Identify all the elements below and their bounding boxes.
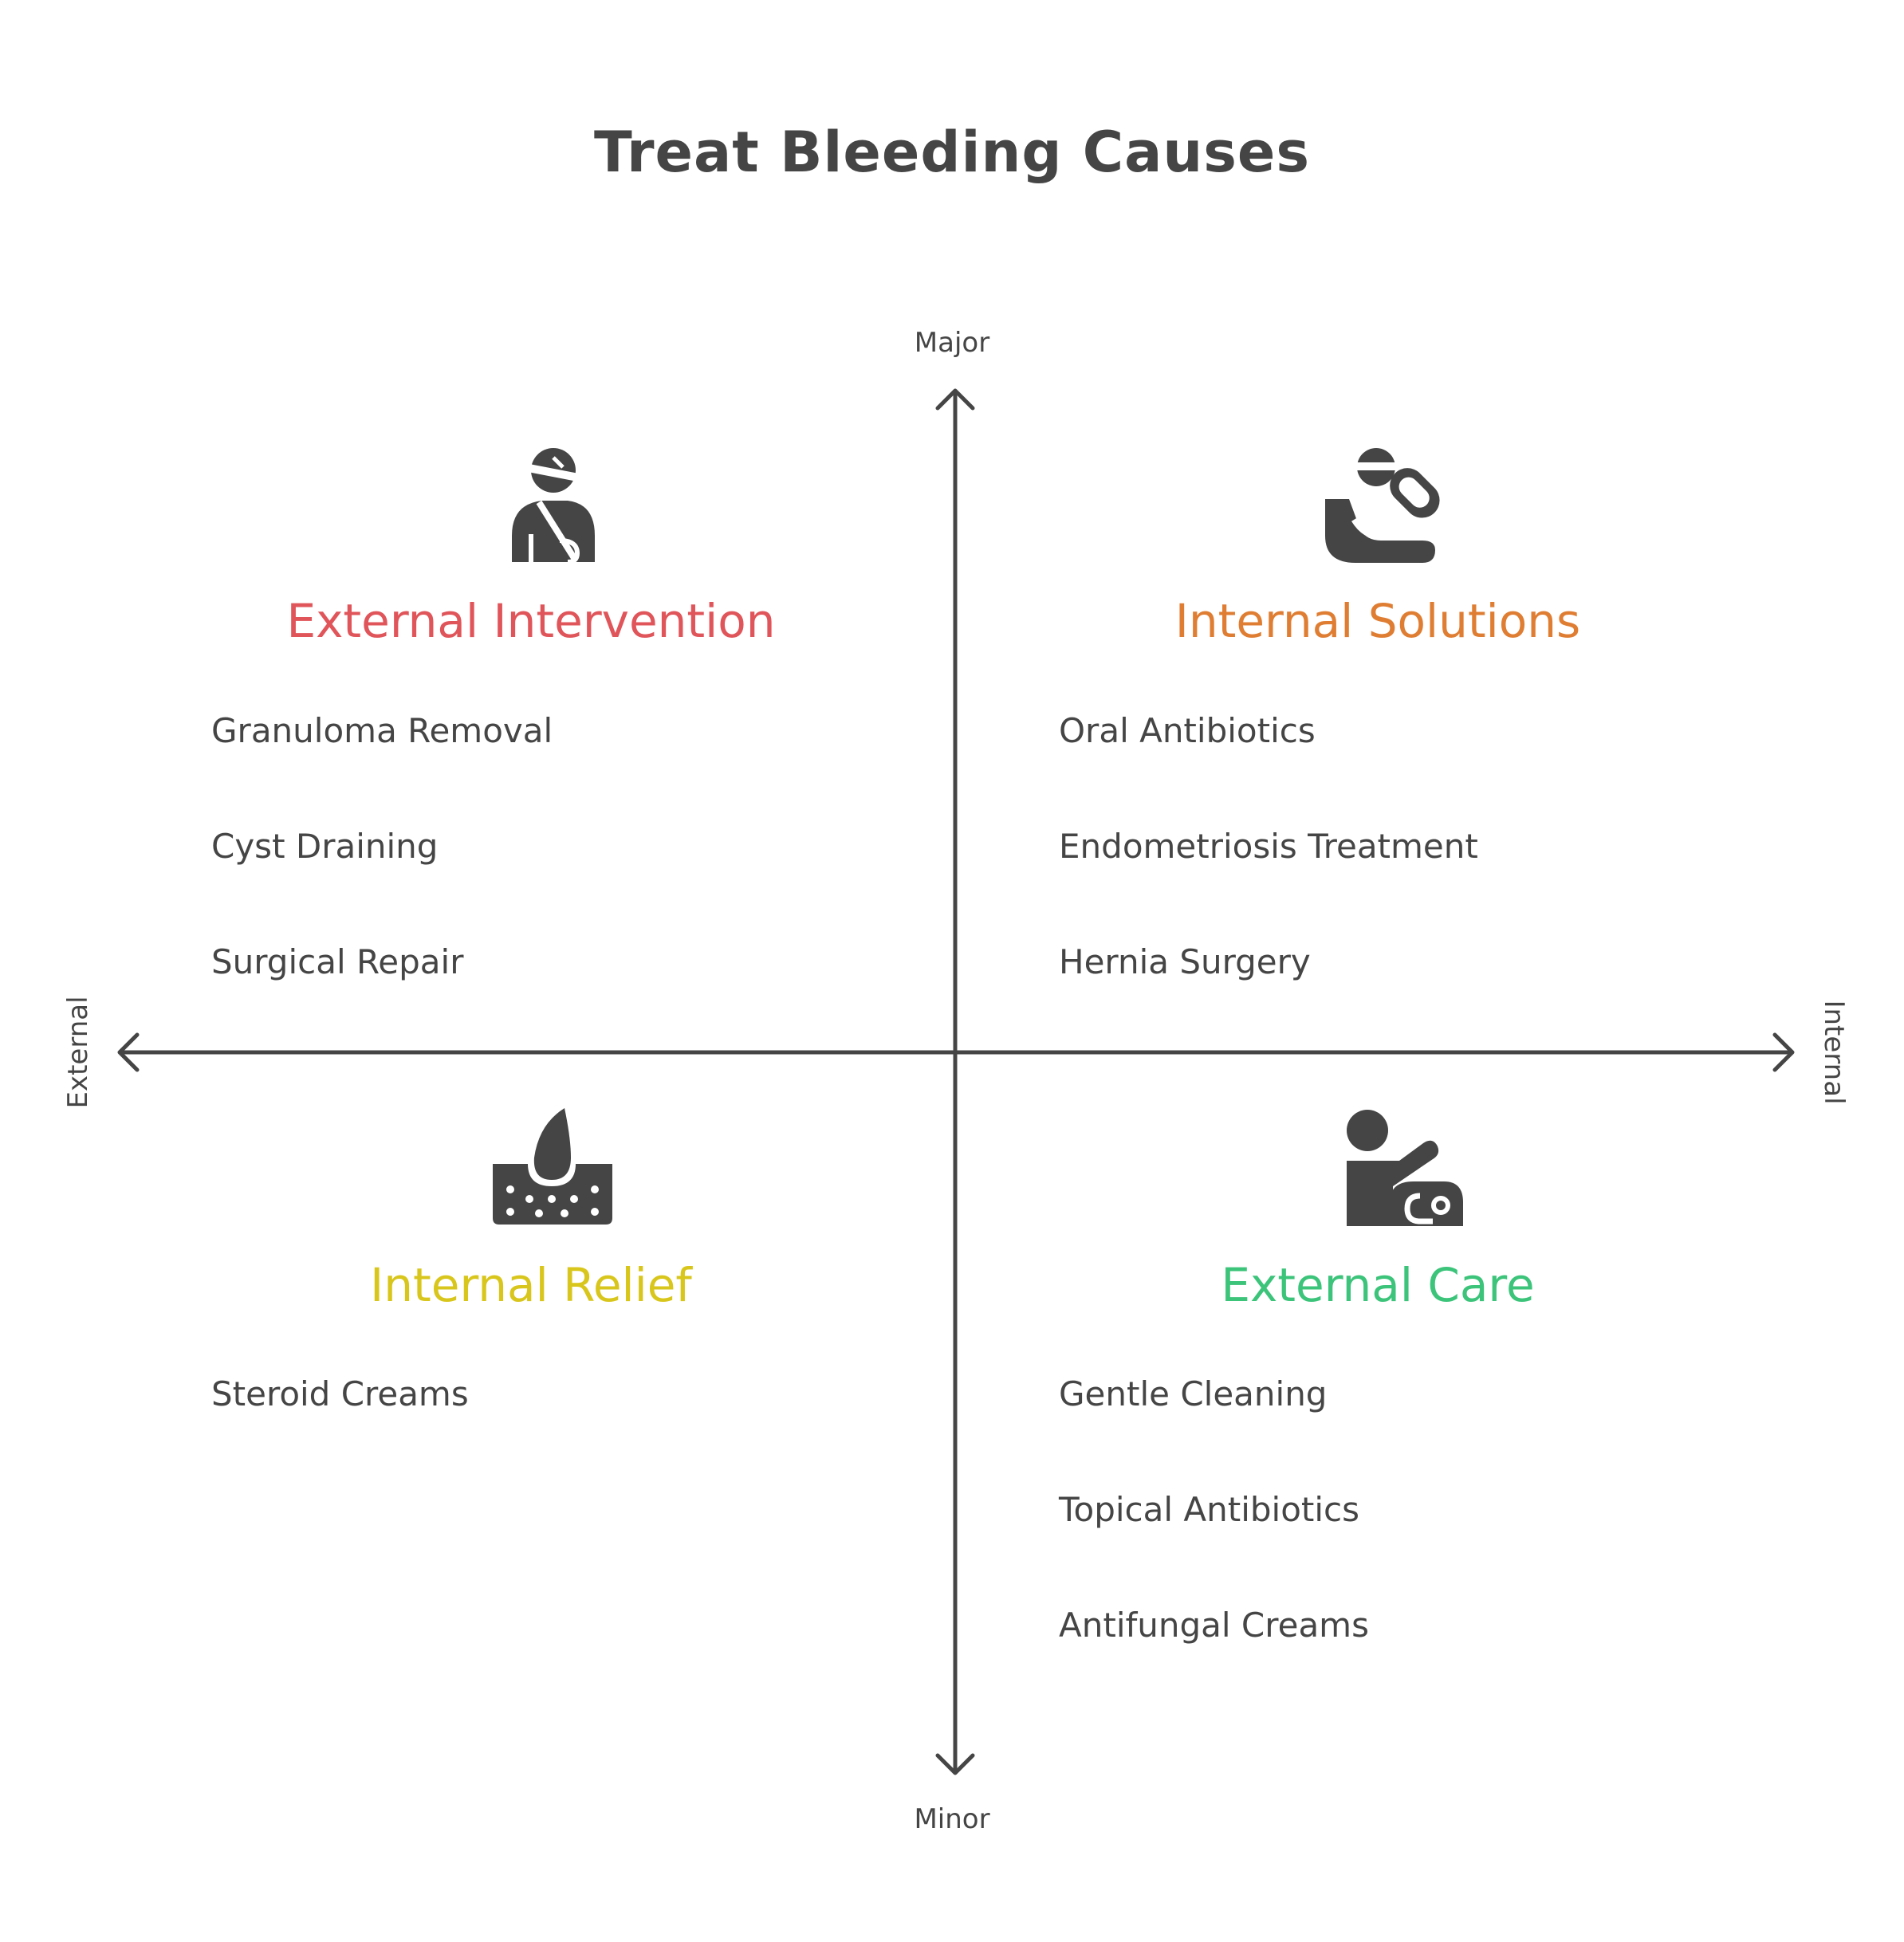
axis-label-internal: Internal <box>1818 1000 1850 1105</box>
diagram-title: Treat Bleeding Causes <box>593 120 1311 185</box>
injured-person-sling-icon <box>512 448 595 564</box>
axis-label-external: External <box>62 996 94 1109</box>
list-item: Surgical Repair <box>211 942 464 981</box>
quadrant-title-external-intervention: External Intervention <box>286 594 776 648</box>
person-stethoscope-icon <box>1347 1110 1463 1226</box>
quadrant-title-internal-solutions: Internal Solutions <box>1174 594 1581 648</box>
axis-label-major: Major <box>914 327 990 359</box>
list-item: Topical Antibiotics <box>1059 1490 1360 1529</box>
list-item: Granuloma Removal <box>211 711 553 750</box>
hand-pill-icon <box>1325 448 1440 563</box>
arrow-left <box>117 1032 140 1072</box>
list-item: Antifungal Creams <box>1059 1606 1369 1645</box>
quadrant-title-internal-relief: Internal Relief <box>370 1258 692 1312</box>
arrow-down <box>935 1753 975 1775</box>
list-item: Cyst Draining <box>211 827 439 866</box>
list-item: Endometriosis Treatment <box>1059 827 1478 866</box>
list-item: Oral Antibiotics <box>1059 711 1316 750</box>
arrow-up <box>935 388 975 411</box>
quadrant-title-external-care: External Care <box>1221 1258 1535 1312</box>
skin-drop-icon <box>493 1108 612 1225</box>
list-item: Gentle Cleaning <box>1059 1374 1328 1413</box>
list-item: Steroid Creams <box>211 1374 469 1413</box>
axis-label-minor: Minor <box>914 1803 990 1835</box>
arrow-right <box>1772 1032 1795 1072</box>
list-item: Hernia Surgery <box>1059 942 1311 981</box>
